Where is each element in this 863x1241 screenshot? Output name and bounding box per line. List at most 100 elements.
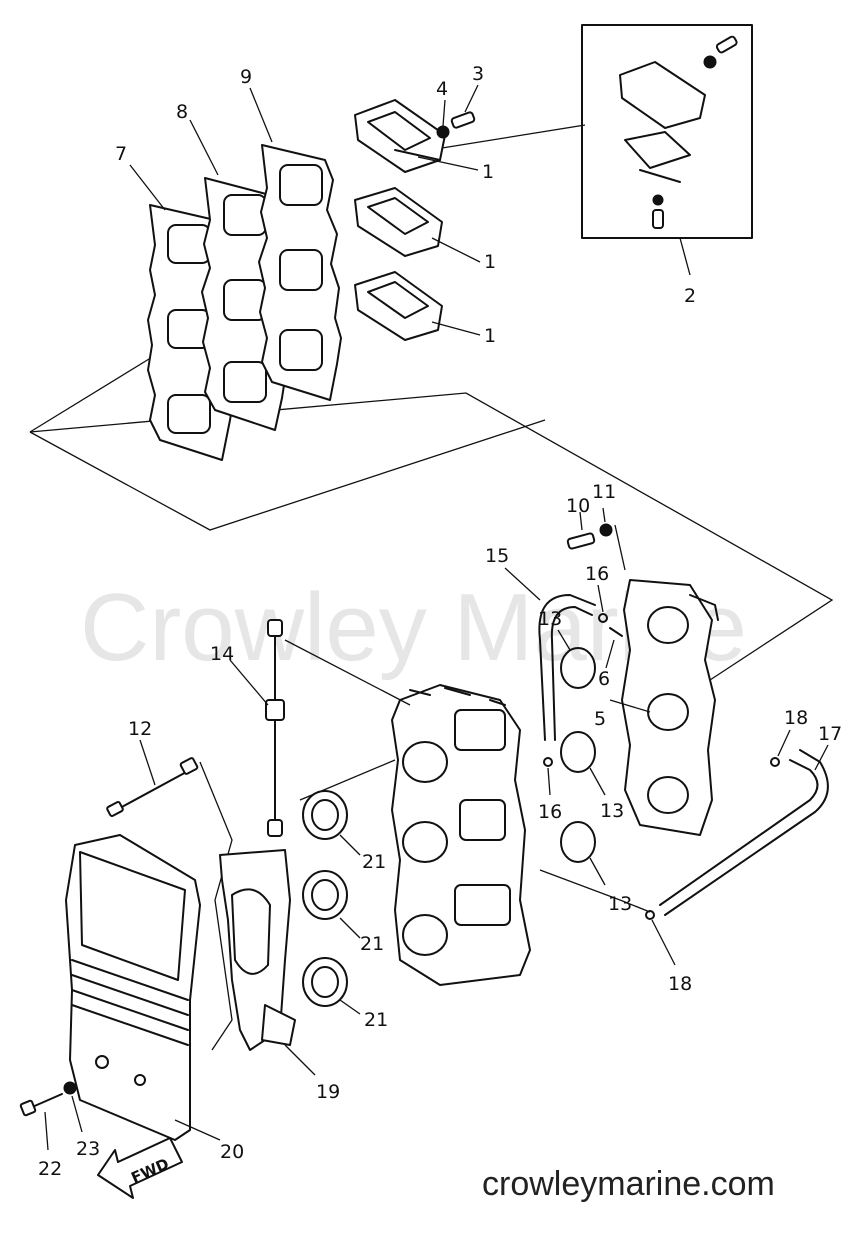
leader-22: [44, 1111, 49, 1151]
callout-7: 7: [115, 143, 127, 165]
leader-8: [189, 119, 219, 176]
o-ring-13a[interactable]: [560, 647, 596, 689]
joint-16b[interactable]: [543, 757, 553, 767]
joint-18b[interactable]: [645, 910, 655, 920]
reed-valve-group: [29, 84, 834, 681]
callout-13c: 13: [608, 893, 632, 915]
reed-valve-detail-inset: [581, 24, 753, 276]
leader-21c: [339, 999, 361, 1015]
bolt-22[interactable]: [19, 1093, 63, 1117]
leader-20: [174, 1119, 221, 1141]
leader-3: [464, 84, 479, 113]
washer-4[interactable]: [436, 125, 450, 139]
leader-10: [579, 511, 583, 531]
leader-12: [139, 739, 156, 786]
link-guide-line: [284, 639, 411, 706]
leader-5: [609, 699, 651, 713]
leader-4: [442, 99, 446, 127]
leader-23: [71, 1095, 83, 1133]
silencer-gasket-19[interactable]: [219, 849, 296, 1051]
callout-16a: 16: [585, 563, 609, 585]
washer-11[interactable]: [599, 523, 613, 537]
callout-21b: 21: [360, 933, 384, 955]
hose-17[interactable]: [659, 759, 819, 906]
hose-17-edge: [664, 749, 829, 916]
callout-6: 6: [598, 668, 610, 690]
leader-19: [284, 1044, 316, 1076]
inset-frame: [581, 24, 753, 239]
joint-16a[interactable]: [598, 613, 608, 623]
leader-1a: [417, 156, 479, 171]
callout-20: 20: [220, 1141, 244, 1163]
callout-23: 23: [76, 1138, 100, 1160]
leader-11-line: [614, 524, 626, 571]
callout-13b: 13: [600, 800, 624, 822]
callout-10: 10: [566, 495, 590, 517]
callout-12: 12: [128, 718, 152, 740]
hose-15-inner: [550, 606, 593, 741]
bolt-3[interactable]: [450, 111, 476, 129]
callout-2: 2: [684, 285, 696, 307]
callout-18a: 18: [784, 707, 808, 729]
callout-21c: 21: [364, 1009, 388, 1031]
link-rod-14[interactable]: [265, 619, 285, 837]
guide-line-center: [299, 759, 396, 801]
intake-manifold-5[interactable]: [621, 579, 719, 836]
leader-15: [504, 567, 541, 601]
leader-to-inset: [441, 124, 586, 149]
callout-15: 15: [485, 545, 509, 567]
callout-19: 19: [316, 1081, 340, 1103]
pin-6[interactable]: [609, 627, 623, 637]
leader-9: [249, 87, 273, 143]
reed-valve-1b[interactable]: [354, 187, 443, 257]
callout-21a: 21: [362, 851, 386, 873]
carb-gasket-21a[interactable]: [302, 790, 348, 840]
callout-5: 5: [594, 708, 606, 730]
carburetor-assembly[interactable]: [391, 684, 531, 986]
carb-gasket-21b[interactable]: [302, 870, 348, 920]
callout-13a: 13: [538, 608, 562, 630]
leader-16a: [597, 584, 604, 613]
leader-17: [814, 744, 829, 771]
callout-3: 3: [472, 63, 484, 85]
callout-1a: 1: [482, 161, 494, 183]
leader-18a: [777, 729, 791, 757]
forward-direction-arrow: FWD: [97, 1137, 183, 1199]
o-ring-13c[interactable]: [560, 821, 596, 863]
callout-4: 4: [436, 78, 448, 100]
callout-1c: 1: [484, 325, 496, 347]
callout-14: 14: [210, 643, 234, 665]
callout-17: 17: [818, 723, 842, 745]
silencer-cover-20[interactable]: [65, 834, 201, 1141]
callout-22: 22: [38, 1158, 62, 1180]
guide-line-left: [199, 761, 233, 1051]
leader-13a: [557, 629, 571, 651]
leader-16b: [547, 767, 551, 796]
leader-18b: [651, 919, 676, 966]
leader-13c: [589, 857, 606, 886]
reed-valve-1c[interactable]: [354, 271, 443, 341]
gasket-9[interactable]: [258, 144, 342, 401]
joint-18a[interactable]: [770, 757, 780, 767]
leader-21a: [339, 834, 361, 856]
callout-18b: 18: [668, 973, 692, 995]
hose-15-outer[interactable]: [538, 594, 596, 741]
reed-valve-1a[interactable]: [354, 99, 446, 173]
o-ring-13b[interactable]: [560, 731, 596, 773]
bolt-12[interactable]: [106, 757, 199, 817]
site-url: crowleymarine.com: [482, 1165, 775, 1203]
assembly-guide-line-lower: [29, 419, 546, 531]
leader-2: [679, 237, 691, 276]
leader-11: [602, 507, 606, 523]
leader-7: [129, 164, 166, 211]
washer-23[interactable]: [63, 1081, 77, 1095]
callout-11: 11: [592, 481, 616, 503]
leader-13b: [589, 767, 606, 796]
leader-14: [229, 659, 269, 706]
callout-9: 9: [240, 66, 252, 88]
intake-manifold-group: [504, 507, 829, 966]
bolt-10[interactable]: [566, 532, 596, 550]
leader-21b: [339, 917, 361, 939]
carb-gasket-21c[interactable]: [302, 957, 348, 1007]
